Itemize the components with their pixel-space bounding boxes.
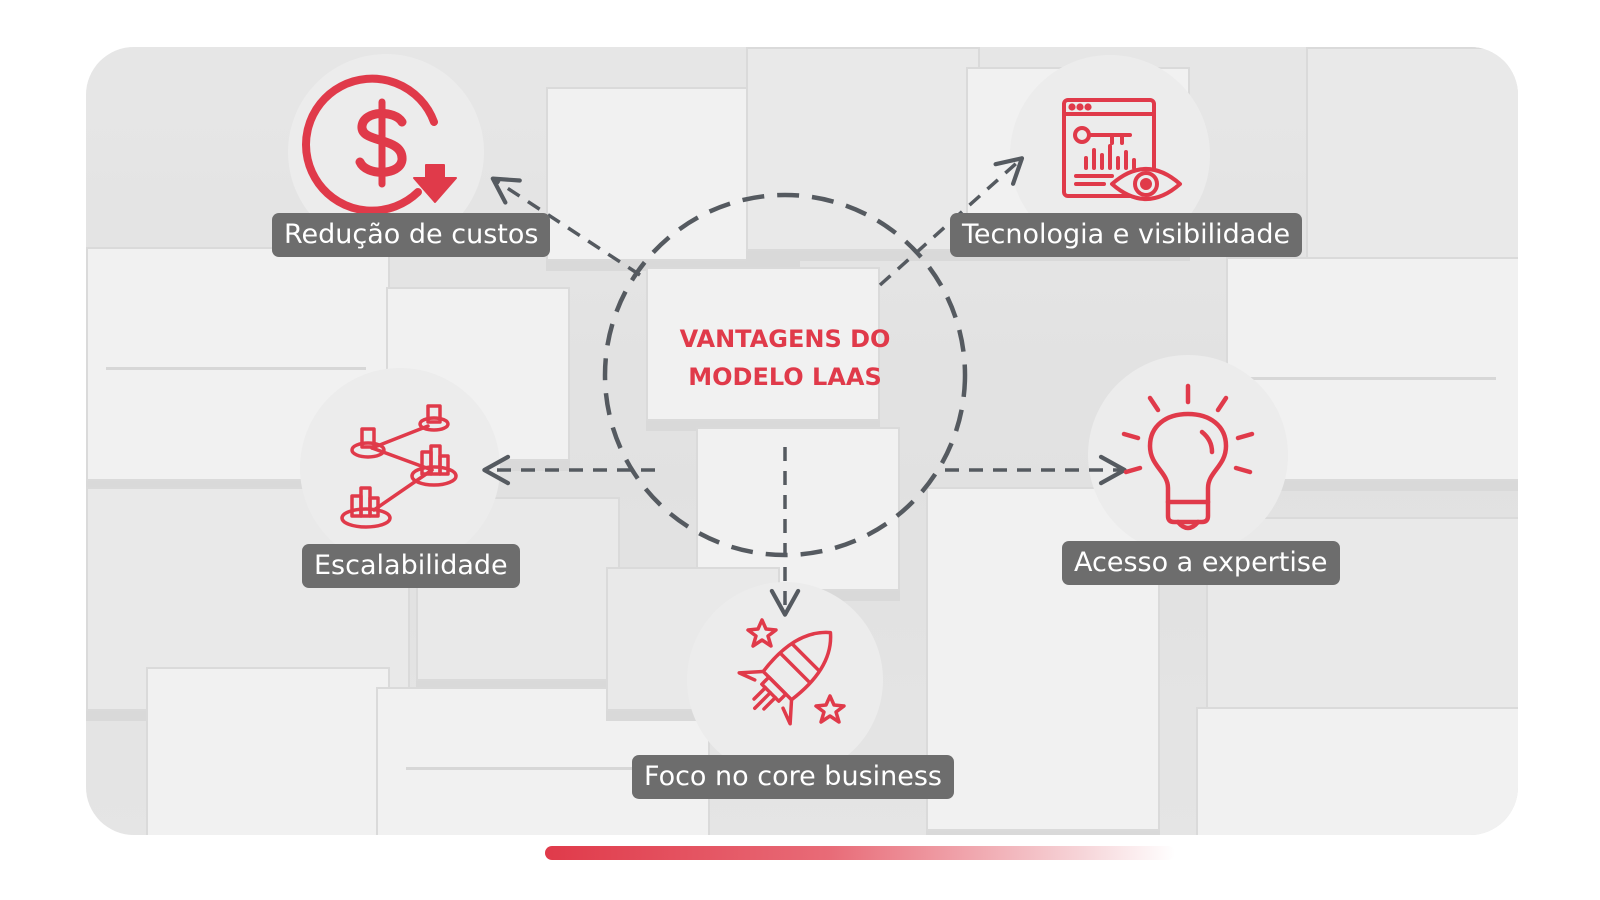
- label-cost-reduction: Redução de custos: [272, 213, 551, 257]
- warehouse-box: [746, 47, 980, 251]
- label-expertise-access: Acesso a expertise: [1062, 541, 1340, 585]
- warehouse-box: [1306, 47, 1518, 281]
- scalability-network-icon: [340, 404, 458, 529]
- title-line-1: VANTAGENS DO: [679, 325, 891, 353]
- box-edge: [1246, 377, 1496, 380]
- connector-arrows: [482, 156, 1127, 617]
- icon-circle: [300, 368, 500, 568]
- warehouse-box: [646, 267, 880, 421]
- accent-gradient-bar: [545, 846, 1175, 860]
- icon-circle: [1088, 355, 1288, 555]
- icon-circle: [687, 582, 883, 778]
- title-line-2: MODELO LAAS: [688, 363, 882, 391]
- diagram-title: VANTAGENS DO MODELO LAAS: [650, 320, 920, 396]
- warehouse-box: [146, 667, 390, 835]
- box-edge: [106, 367, 366, 370]
- box-edge: [406, 767, 686, 770]
- label-core-business-focus: Foco no core business: [632, 755, 954, 799]
- dashboard-visibility-icon: [1062, 98, 1182, 201]
- dollar-cost-reduction-icon: [302, 74, 457, 215]
- arrow-to-technology: [878, 156, 1025, 287]
- label-scalability: Escalabilidade: [302, 544, 520, 588]
- label-technology-visibility: Tecnologia e visibilidade: [950, 213, 1303, 257]
- rocket-icon: [737, 618, 846, 726]
- lightbulb-icon: [1121, 383, 1255, 531]
- warehouse-box: [1196, 707, 1518, 835]
- arrow-to-cost-reduction: [490, 176, 641, 277]
